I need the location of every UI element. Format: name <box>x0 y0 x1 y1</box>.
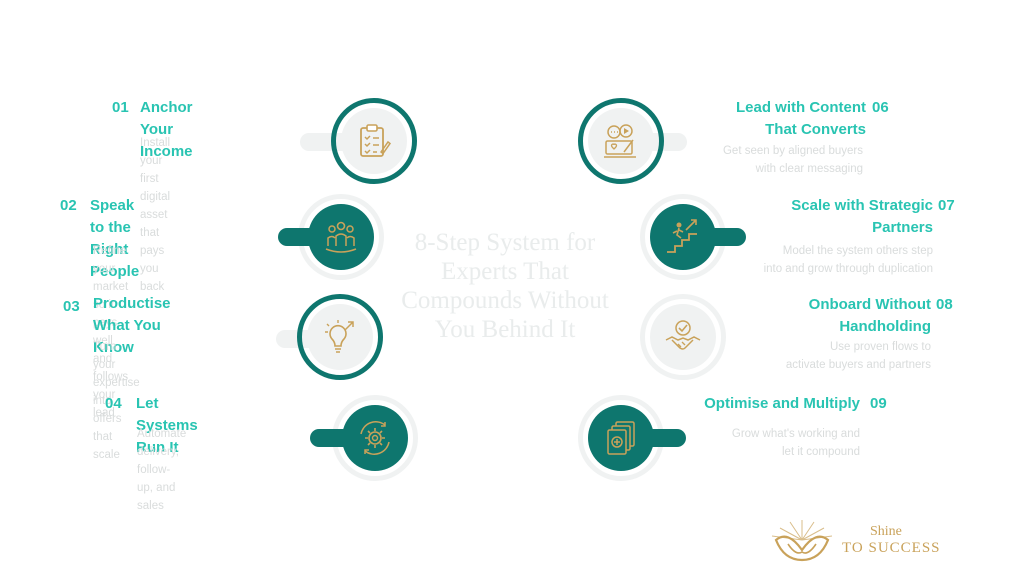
group-people-icon <box>325 221 357 253</box>
step-title: Optimise and Multiply <box>704 395 860 412</box>
sunburst-logo-icon <box>771 520 833 562</box>
step-ring <box>640 294 726 380</box>
step-ring <box>297 294 383 380</box>
center-title: 8-Step System for Experts That Compounds… <box>401 229 609 343</box>
shine-to-success-logo: Shine TO SUCCESS <box>762 518 952 566</box>
step-title: Let Systems Run It <box>136 395 198 456</box>
logo-line-1: Shine <box>870 524 902 539</box>
clipboard-checklist-icon <box>360 124 392 157</box>
icon-disc <box>650 204 716 270</box>
stairs-growth-icon <box>667 219 697 253</box>
icon-disc <box>308 204 374 270</box>
step-number: 03 <box>63 298 80 315</box>
step-number: 06 <box>872 99 889 116</box>
documents-plus-icon <box>607 421 635 455</box>
step-title: Anchor Your Income <box>140 99 193 160</box>
step-description: Automate delivery, follow-up, and sales <box>137 428 187 512</box>
step-number: 08 <box>936 296 953 313</box>
handshake-icon <box>665 320 701 350</box>
step-ring <box>578 98 664 184</box>
lightbulb-growth-icon <box>325 320 354 353</box>
icon-disc <box>650 304 716 370</box>
step-number: 04 <box>105 395 122 412</box>
logo-line-2: TO SUCCESS <box>842 540 941 556</box>
gear-cycle-icon <box>360 421 390 455</box>
step-number: 01 <box>112 99 129 116</box>
step-ring <box>331 98 417 184</box>
icon-disc <box>341 108 407 174</box>
step-number: 02 <box>60 197 77 214</box>
icon-disc <box>307 304 373 370</box>
step-number: 07 <box>938 197 955 214</box>
step-number: 09 <box>870 395 887 412</box>
icon-disc <box>342 405 408 471</box>
content-tablet-icon <box>604 124 636 158</box>
